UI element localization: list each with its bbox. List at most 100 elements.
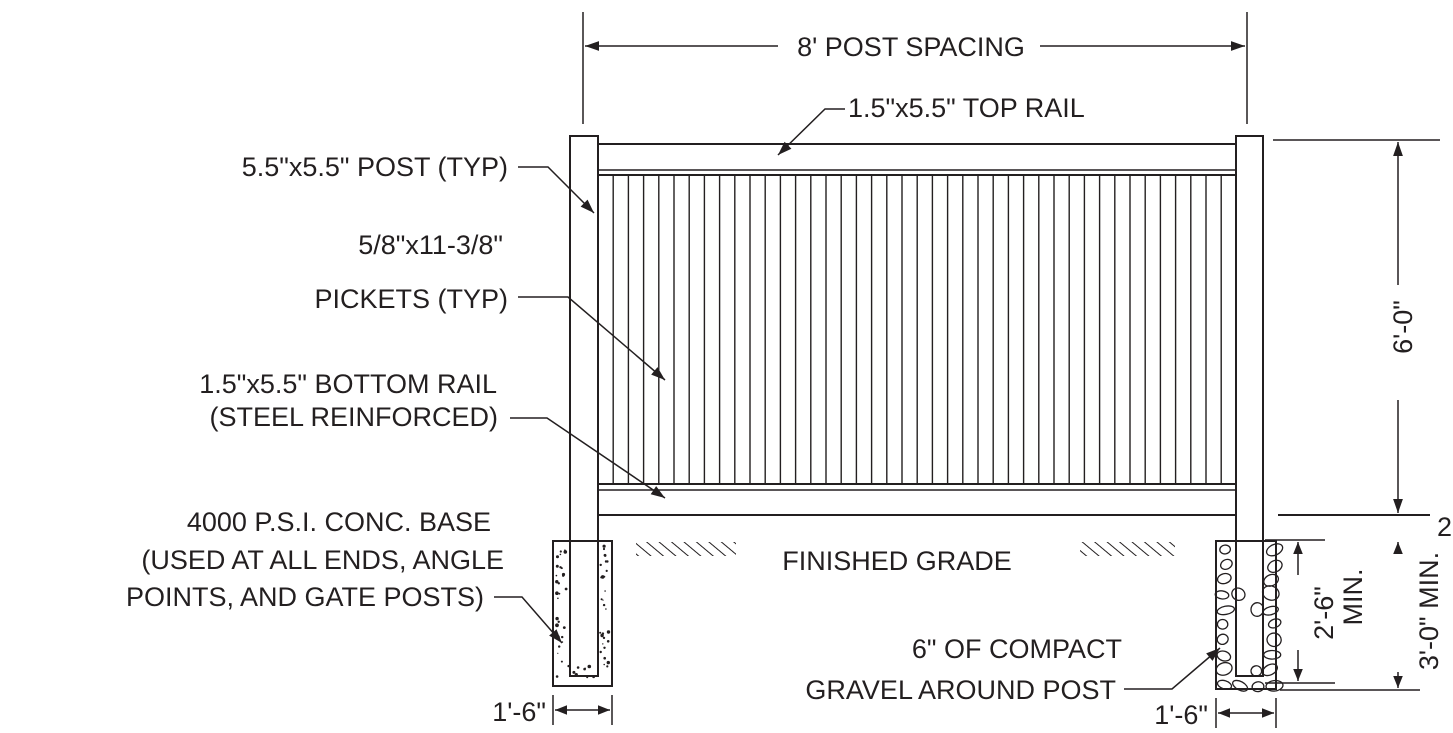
- stipple-dot: [602, 599, 604, 601]
- gravel-stone: [1216, 679, 1233, 690]
- stipple-dot: [576, 666, 580, 669]
- stipple-dot: [574, 673, 578, 677]
- gravel-stone: [1265, 679, 1284, 692]
- embed-label-line2: MIN.: [1338, 569, 1368, 626]
- stipple-dot: [606, 640, 610, 643]
- gravel-stone: [1216, 633, 1229, 646]
- top-rail-label: 1.5"x5.5" TOP RAIL: [848, 93, 1085, 123]
- stipple-dot: [599, 650, 602, 654]
- stipple-dot: [600, 575, 605, 579]
- pickets-label-line1: 5/8"x11-3/8": [358, 230, 503, 260]
- grade-hatch-left: [636, 542, 736, 556]
- gravel-stone: [1263, 649, 1282, 660]
- stipple-dot: [558, 645, 561, 648]
- stipple-dot: [603, 553, 607, 557]
- callout-top-rail: 1.5"x5.5" TOP RAIL: [777, 93, 1085, 156]
- stipple-dot: [557, 620, 560, 623]
- stipple-dot: [555, 623, 559, 628]
- right-post: [1235, 135, 1264, 677]
- stipple-dot: [555, 574, 558, 577]
- post-spacing-dimension: 8' POST SPACING: [582, 12, 1248, 124]
- gravel-stones: [1214, 543, 1284, 693]
- stipple-dot: [603, 656, 606, 660]
- stipple-dot: [606, 660, 610, 665]
- stipple-dot: [597, 666, 599, 669]
- gravel-stone: [1261, 585, 1280, 601]
- stipple-dot: [559, 553, 562, 556]
- stipple-dot: [600, 598, 603, 601]
- stipple-dot: [563, 550, 568, 554]
- stipple-dot: [555, 564, 559, 568]
- stipple-dot: [561, 635, 564, 639]
- gravel-stone: [1214, 590, 1230, 600]
- stipple-dot: [584, 667, 586, 669]
- post-label: 5.5"x5.5" POST (TYP): [242, 152, 508, 182]
- stipple-dot: [557, 582, 560, 585]
- gravel-label-line2: GRAVEL AROUND POST: [805, 675, 1116, 705]
- stipple-dot: [561, 572, 566, 577]
- stipple-dot: [557, 597, 559, 600]
- stipple-dot: [599, 631, 602, 634]
- stipple-dot: [555, 616, 559, 621]
- stipple-dot: [559, 550, 562, 553]
- stipple-dot: [603, 663, 605, 666]
- callout-bottom-rail: 1.5"x5.5" BOTTOM RAIL (STEEL REINFORCED): [199, 369, 666, 499]
- depth-dimension: 3'-0" MIN. 2: [1280, 512, 1452, 691]
- stipple-dot: [606, 665, 609, 668]
- bottom-rail-label-line1: 1.5"x5.5" BOTTOM RAIL: [199, 369, 497, 399]
- grade-hatch-right: [1080, 542, 1175, 556]
- stipple-dot: [559, 566, 562, 569]
- gravel-stone: [1219, 558, 1233, 571]
- embed-label-line1: 2'-6": [1309, 586, 1339, 640]
- callout-post: 5.5"x5.5" POST (TYP): [242, 152, 595, 214]
- finished-grade: [636, 514, 1430, 556]
- callout-pickets: 5/8"x11-3/8" PICKETS (TYP): [314, 230, 666, 381]
- pickets: [612, 175, 1222, 484]
- stipple-dot: [600, 633, 604, 638]
- gravel-base: [1214, 540, 1284, 693]
- stipple-dot: [556, 555, 559, 559]
- gravel-stone: [1267, 559, 1283, 573]
- gravel-stone: [1267, 618, 1282, 629]
- stipple-dot: [567, 664, 570, 668]
- gravel-stone: [1216, 618, 1229, 630]
- gravel-stone: [1216, 572, 1232, 585]
- stipple-dot: [602, 636, 606, 640]
- stipple-dot: [603, 575, 606, 578]
- left-post: [569, 135, 599, 677]
- finished-grade-label: FINISHED GRADE: [782, 546, 1012, 576]
- callout-concrete-base: 4000 P.S.I. CONC. BASE (USED AT ALL ENDS…: [126, 507, 563, 644]
- base-width-right-label: 1'-6": [1154, 700, 1208, 730]
- stipple-dot: [599, 563, 602, 567]
- stipple-dot: [592, 675, 595, 679]
- gravel-stone: [1261, 663, 1279, 677]
- concrete-label-line1: 4000 P.S.I. CONC. BASE: [187, 507, 491, 537]
- callout-gravel: 6" OF COMPACT GRAVEL AROUND POST: [805, 634, 1221, 705]
- concrete-label-line2: (USED AT ALL ENDS, ANGLE: [141, 545, 504, 575]
- stipple-dot: [564, 549, 566, 551]
- fence-panel: [569, 135, 1264, 677]
- gravel-stone: [1215, 661, 1233, 676]
- base-width-left-label: 1'-6": [492, 697, 546, 727]
- concrete-stipple: [555, 544, 611, 679]
- stipple-dot: [587, 664, 592, 669]
- stipple-dot: [603, 646, 606, 649]
- stipple-dot: [602, 547, 606, 551]
- clipped-edge-label: 2: [1437, 512, 1452, 542]
- gravel-label-line1: 6" OF COMPACT: [912, 634, 1122, 664]
- stipple-dot: [564, 587, 568, 591]
- gravel-stone: [1265, 543, 1284, 557]
- stipple-dot: [604, 560, 608, 563]
- gravel-stone: [1250, 665, 1263, 677]
- stipple-dot: [555, 591, 559, 595]
- pickets-label-line2: PICKETS (TYP): [314, 284, 508, 314]
- stipple-dot: [602, 603, 606, 607]
- depth-label: 3'-0" MIN.: [1414, 552, 1444, 670]
- stipple-dot: [605, 569, 608, 573]
- stipple-dot: [602, 544, 606, 548]
- stipple-dot: [555, 675, 559, 678]
- base-width-left-dimension: 1'-6": [492, 695, 613, 727]
- gravel-stone: [1263, 573, 1280, 587]
- stipple-dot: [557, 652, 559, 654]
